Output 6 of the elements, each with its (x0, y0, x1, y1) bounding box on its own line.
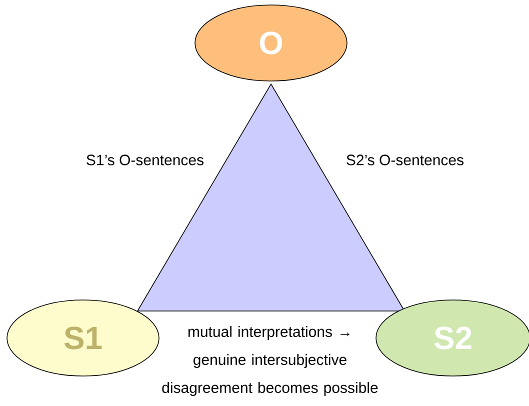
ellipse-node: O (194, 4, 348, 82)
note-text: S2’s O-sentences (346, 154, 464, 166)
ellipse-node: S2 (376, 300, 529, 376)
note-text: S1’s O-sentences (86, 154, 204, 166)
ellipse-node: S1 (6, 300, 160, 376)
note-text: mutual interpretations → genuine intersubjective disagreement becomes possible (162, 326, 378, 396)
